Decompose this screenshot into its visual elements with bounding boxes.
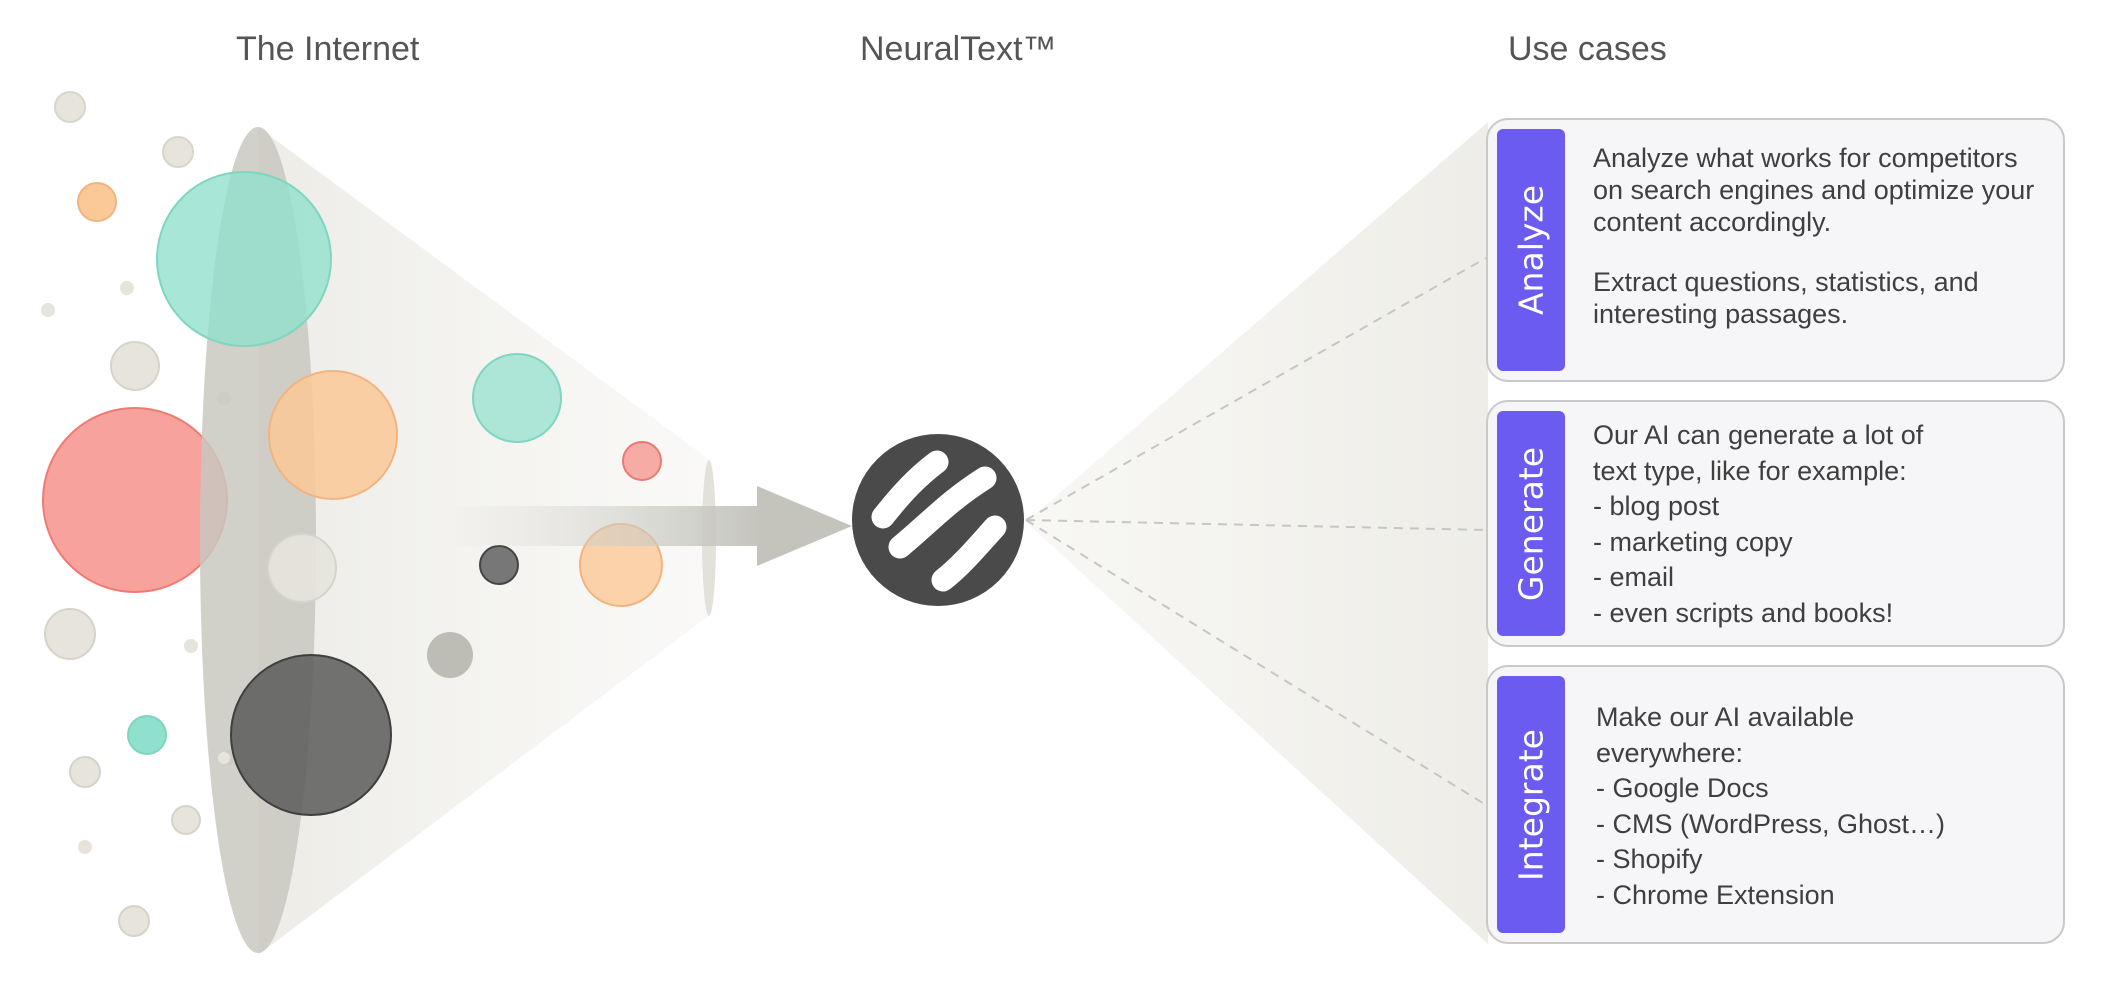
use-case-card-integrate: Integrate Make our AI available everywhe… [1486,665,2065,944]
bubble [77,182,117,222]
generate-description: Our AI can generate a lot of text type, … [1593,418,2043,631]
integrate-line: - Chrome Extension [1596,879,1835,910]
analyze-description: Analyze what works for competitors on se… [1593,142,2043,330]
bubble [78,840,92,854]
bubble-coral-small [622,441,662,481]
bubble [44,608,96,660]
distribution-cone [1026,122,1488,944]
right-arrow-icon [440,486,852,566]
bubble [218,752,230,764]
generate-line: - email [1593,562,1675,592]
integrate-tab: Integrate [1497,676,1565,933]
connector-lines [1025,257,1487,806]
generate-line: - marketing copy [1593,526,1793,557]
bubble [171,805,201,835]
generate-line: Our AI can generate a lot of [1593,420,1924,450]
bubble [118,905,150,937]
bubble [110,341,160,391]
heading-use-cases: Use cases [1508,30,1667,68]
generate-line: - even scripts and books! [1593,597,1894,628]
integrate-tab-label: Integrate [1511,728,1551,881]
bubble [69,756,101,788]
bubble [162,136,194,168]
integrate-description: Make our AI available everywhere: - Goog… [1596,700,2043,913]
integrate-line: everywhere: [1596,737,1744,768]
neuraltext-logo-icon [852,434,1024,606]
analyze-paragraph-2: Extract questions, statistics, and inter… [1593,267,1979,329]
bubble [127,715,167,755]
generate-tab: Generate [1497,411,1565,636]
use-case-card-analyze: Analyze Analyze what works for competito… [1486,118,2065,382]
analyze-tab: Analyze [1497,129,1565,371]
generate-line: - blog post [1593,491,1720,521]
bubble [120,281,134,295]
bubble-gray-small [427,632,473,678]
bubble-dark-small [479,545,519,585]
bubble-mint-mid [472,353,562,443]
analyze-paragraph-1: Analyze what works for competitors on se… [1593,143,2035,237]
use-case-card-generate: Generate Our AI can generate a lot of te… [1486,400,2065,647]
heading-the-internet: The Internet [236,30,420,68]
bubble-dark-large [230,654,392,816]
generate-tab-label: Generate [1511,446,1551,601]
bubble-peach-large [268,370,398,500]
bubble-beige [267,533,337,603]
scattered-bubbles [41,91,235,937]
integrate-line: - CMS (WordPress, Ghost…) [1596,808,1946,839]
bubble [41,303,55,317]
bubble [184,639,198,653]
integrate-line: - Google Docs [1596,773,1769,803]
integrate-line: Make our AI available [1596,702,1855,732]
analyze-tab-label: Analyze [1511,184,1551,316]
integrate-line: - Shopify [1596,844,1703,874]
generate-line: text type, like for example: [1593,455,1907,486]
bubble-coral-large [42,407,228,593]
bubble [54,91,86,123]
heading-neuraltext: NeuralText™ [860,30,1057,68]
bubble-mint-large [156,171,332,347]
